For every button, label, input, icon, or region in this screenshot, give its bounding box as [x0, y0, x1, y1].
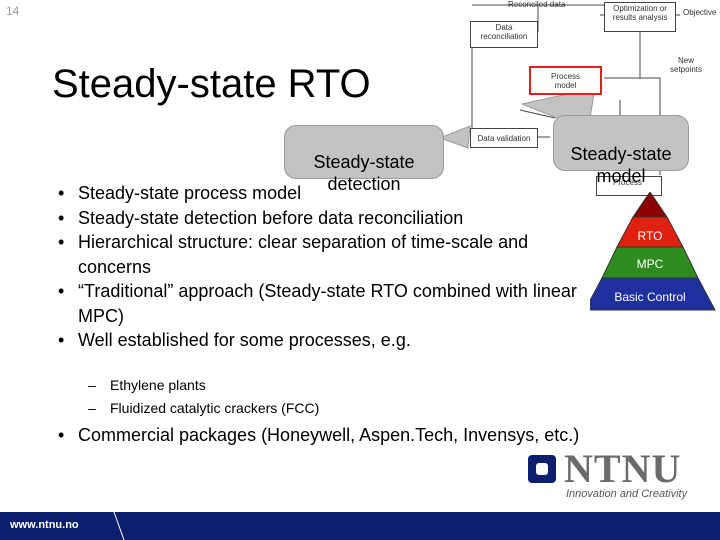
steady-state-detection-callout: Steady-state detection: [284, 125, 444, 194]
optimization-box: Optimization or results analysis: [604, 2, 676, 32]
sub-bullet-item: Ethylene plants: [88, 374, 319, 397]
bullet-item: Well established for some processes, e.g…: [52, 328, 592, 353]
data-reconciliation-box: Data reconciliation: [470, 21, 538, 48]
logo-wordmark: NTNU: [564, 446, 682, 491]
bullet-item: “Traditional” approach (Steady-state RTO…: [52, 279, 592, 328]
bullet-item: Steady-state process model: [52, 181, 592, 206]
ntnu-logo-icon: [528, 455, 556, 483]
data-validation-box: Data validation: [470, 128, 538, 148]
process-model-box: Process model: [529, 66, 602, 95]
new-setpoints-label: New setpoints: [670, 56, 703, 74]
pyramid-top: [632, 192, 668, 218]
bullet-list: Steady-state process model Steady-state …: [52, 181, 592, 353]
sub-bullet-item: Fluidized catalytic crackers (FCC): [88, 397, 319, 420]
steady-state-model-callout: Steady-state model: [553, 115, 689, 186]
pyramid-label-mpc: MPC: [637, 257, 664, 271]
page-title: Steady-state RTO: [52, 62, 371, 106]
slide-number: 14: [6, 4, 20, 18]
footer-divider: [113, 512, 125, 540]
bullet-item-commercial: Commercial packages (Honeywell, Aspen.Te…: [52, 425, 579, 446]
objective-label: Objective: [683, 8, 717, 17]
sub-bullet-list: Ethylene plants Fluidized catalytic crac…: [88, 374, 319, 420]
footer-url-link[interactable]: www.ntnu.no: [10, 519, 79, 531]
process-box: Process: [596, 176, 662, 196]
pyramid-label-basic: Basic Control: [614, 290, 685, 304]
bullet-item: Steady-state detection before data recon…: [52, 206, 592, 231]
bullet-item: Hierarchical structure: clear separation…: [52, 230, 592, 279]
control-hierarchy-pyramid: RTO MPC Basic Control: [590, 192, 716, 311]
model-callout-text: Steady-state model: [570, 144, 672, 186]
logo-tagline: Innovation and Creativity: [566, 488, 688, 500]
reconciled-data-label: Reconciled data: [508, 0, 566, 9]
pyramid-label-rto: RTO: [638, 229, 663, 243]
footer-bar: www.ntnu.no: [0, 512, 720, 540]
